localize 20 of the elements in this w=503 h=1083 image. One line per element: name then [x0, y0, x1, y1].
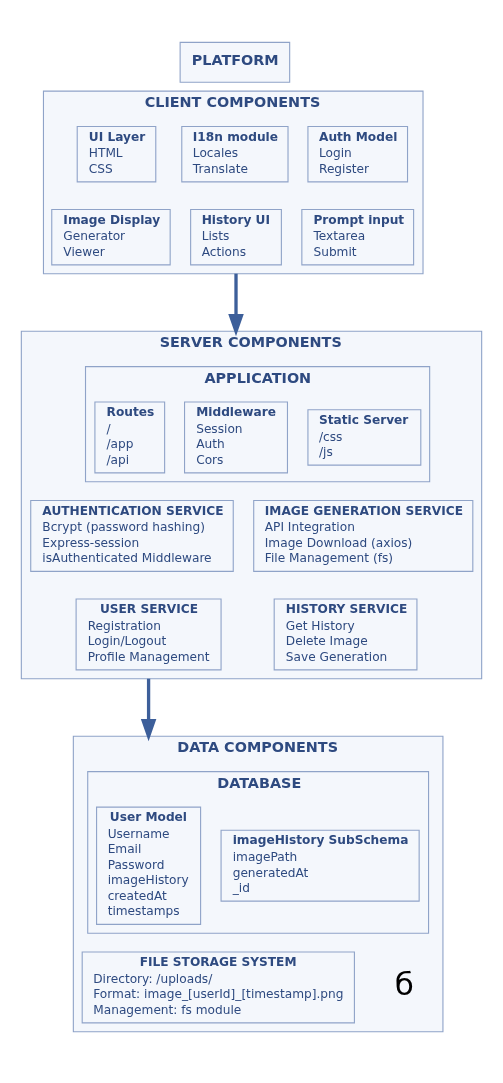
node-box: PLATFORM [179, 41, 291, 83]
arrow [228, 273, 244, 337]
node-box: History UI Lists Actions [190, 208, 282, 266]
node-box: FILE STORAGE SYSTEM Directory: /uploads/ Format: image_[userId]_[timestamp].png Management: fs module [81, 951, 355, 1024]
node-box: Auth Model Login Register [307, 125, 409, 183]
node-box: USER SERVICE Registration Login/Logout Profile Management [75, 598, 222, 671]
node-box: AUTHENTICATION SERVICE Bcrypt (password hashing) Express-session isAuthenticated Middleware [30, 500, 234, 572]
node-box: Image Display Generator Viewer [51, 208, 171, 266]
node-box: Static Server /css /js [307, 409, 422, 466]
node-box: HISTORY SERVICE Get History Delete Image Save Generation [273, 598, 418, 671]
node-box: Routes / /app /api [94, 401, 166, 474]
arrow [140, 678, 157, 742]
node-box: Middleware Session Auth Cors [184, 401, 288, 474]
node-box: Prompt input Textarea Submit [301, 208, 415, 266]
node-box: IMAGE GENERATION SERVICE API Integration Image Download (axios) File Management (fs) [253, 500, 474, 572]
node-box: UI Layer HTML CSS [76, 125, 157, 183]
node-box: User Model Username Email Password imageHistory createdAt timestamps [96, 806, 202, 925]
node-box: imageHistory SubSchema imagePath generatedAt _id [220, 829, 420, 902]
label: б [394, 966, 414, 1003]
node-box: I18n module Locales Translate [181, 125, 289, 183]
